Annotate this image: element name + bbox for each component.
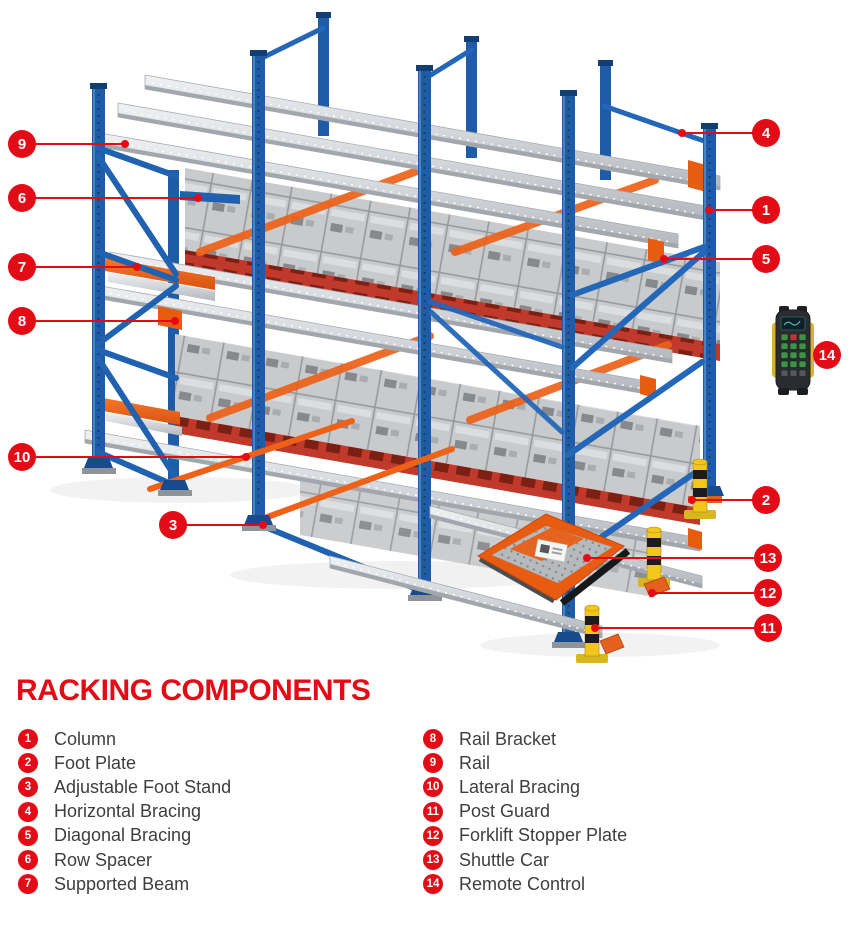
legend-item-label: Row Spacer <box>54 849 153 870</box>
legend-item: 1 Column <box>18 727 231 751</box>
legend-item: 11 Post Guard <box>423 800 627 824</box>
pallets-upper <box>185 250 720 361</box>
right-frame-bracing <box>565 244 707 563</box>
legend-item-label: Horizontal Bracing <box>54 801 202 822</box>
legend-item: 4 Horizontal Bracing <box>18 800 231 824</box>
legend-item-label: Lateral Bracing <box>459 776 581 797</box>
legend-item: 6 Row Spacer <box>18 848 231 872</box>
diagonal-bracing <box>569 244 707 298</box>
remote-control <box>772 306 814 395</box>
legend-item-number-badge: 6 <box>18 850 38 871</box>
post-guard <box>576 604 608 663</box>
legend-item: 10 Lateral Bracing <box>423 775 627 799</box>
legend-item-number-badge: 8 <box>423 729 443 750</box>
legend-item: 13 Shuttle Car <box>423 848 627 872</box>
shuttle-car <box>477 513 631 606</box>
racking-diagram-svg <box>50 12 814 663</box>
legend-item: 9 Rail <box>423 751 627 775</box>
forklift-stopper-plate <box>599 633 625 655</box>
legend-item: 8 Rail Bracket <box>423 727 627 751</box>
rail <box>144 74 721 191</box>
back-columns <box>259 12 710 180</box>
legend-item-label: Column <box>54 728 117 749</box>
legend-item-label: Shuttle Car <box>459 849 550 870</box>
legend-item-number-badge: 12 <box>423 825 443 846</box>
legend-item-label: Adjustable Foot Stand <box>54 776 232 797</box>
legend-item-label: Remote Control <box>459 873 586 894</box>
legend-item-number-badge: 2 <box>18 753 38 774</box>
mid-frame-bracing <box>428 299 565 435</box>
legend-item-label: Foot Plate <box>54 752 137 773</box>
legend-item-number-badge: 1 <box>18 729 38 750</box>
legend-item-label: Diagonal Bracing <box>54 825 192 846</box>
legend-item-number-badge: 14 <box>423 874 443 895</box>
legend-item-number-badge: 13 <box>423 850 443 871</box>
legend-item-number-badge: 9 <box>423 753 443 774</box>
legend: RACKING COMPONENTS 1 Column 2 Foot Plate… <box>16 674 836 907</box>
legend-title: RACKING COMPONENTS <box>16 674 371 707</box>
legend-item-label: Rail Bracket <box>459 728 557 749</box>
legend-item-number-badge: 7 <box>18 874 38 895</box>
legend-item-label: Rail <box>459 752 491 773</box>
legend-column-right: 8 Rail Bracket 9 Rail 10 Lateral Bracing… <box>423 727 627 896</box>
legend-item-label: Post Guard <box>459 801 551 822</box>
legend-item-number-badge: 10 <box>423 777 443 798</box>
legend-item-number-badge: 4 <box>18 801 38 822</box>
legend-item-number-badge: 5 <box>18 825 38 846</box>
legend-item-label: Forklift Stopper Plate <box>459 825 628 846</box>
column <box>701 123 718 486</box>
column <box>560 90 577 632</box>
legend-item-number-badge: 11 <box>423 801 443 822</box>
legend-item-number-badge: 3 <box>18 777 38 798</box>
legend-item: 2 Foot Plate <box>18 751 231 775</box>
adjustable-foot-stand <box>244 515 273 525</box>
legend-item-label: Supported Beam <box>54 873 190 894</box>
legend-item: 5 Diagonal Bracing <box>18 824 231 848</box>
legend-item: 14 Remote Control <box>423 872 627 896</box>
legend-columns: 1 Column 2 Foot Plate 3 Adjustable Foot … <box>16 727 836 907</box>
horizontal-bracing <box>601 103 710 145</box>
legend-item: 7 Supported Beam <box>18 872 231 896</box>
column <box>90 83 107 458</box>
front-columns <box>90 50 718 632</box>
legend-item: 3 Adjustable Foot Stand <box>18 775 231 799</box>
legend-column-left: 1 Column 2 Foot Plate 3 Adjustable Foot … <box>18 727 231 896</box>
rear-left-column <box>168 170 179 490</box>
legend-item: 12 Forklift Stopper Plate <box>423 824 627 848</box>
column <box>250 50 267 515</box>
